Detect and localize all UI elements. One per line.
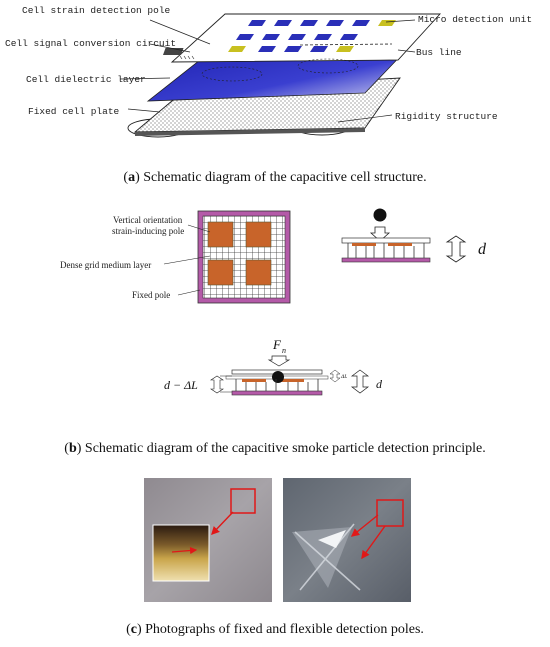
label-strain-pole: Cell strain detection pole — [22, 5, 171, 16]
panel-a-diagram: Cell strain detection pole Cell signal c… — [5, 5, 532, 138]
label-dielectric: Cell dielectric layer — [26, 74, 146, 85]
delta-l-arrow — [329, 369, 341, 383]
label-fn: F — [272, 337, 282, 352]
label-d: d — [478, 241, 487, 258]
label-d2: d — [376, 377, 383, 391]
d-dimension-arrow — [445, 235, 467, 263]
label-micro-unit: Micro detection unit — [418, 14, 532, 25]
label-rigidity: Rigidity structure — [395, 111, 498, 122]
red-arrow-1b — [171, 546, 198, 555]
force-arrow-compressed — [267, 355, 291, 367]
red-arrow-1 — [211, 511, 234, 536]
label-fixed-pole: Fixed pole — [132, 290, 170, 300]
label-fixed-plate: Fixed cell plate — [28, 106, 120, 117]
red-arrow-2b — [361, 525, 386, 560]
highlight-box-1 — [230, 488, 256, 514]
caption-c-letter: c — [130, 622, 137, 637]
label-delta-l: ΔL — [340, 374, 347, 380]
micro-detection-units — [236, 20, 370, 52]
red-arrow-2 — [350, 514, 379, 537]
side-view-uncompressed: d — [341, 208, 487, 263]
caption-a-text: Schematic diagram of the capacitive cell… — [143, 170, 427, 185]
caption-c: (c) Photographs of fixed and flexible de… — [126, 622, 424, 637]
side-view-compressed: F n d − ΔL ΔL d — [164, 337, 383, 396]
label-signal-circuit: Cell signal conversion circuit — [5, 38, 176, 49]
label-bus-line: Bus line — [416, 47, 462, 58]
vertical-poles — [207, 221, 272, 286]
label-fn-sub: n — [282, 346, 286, 355]
panel-a-leaders — [119, 19, 416, 123]
highlight-box-2 — [376, 499, 404, 527]
d2-arrow — [350, 369, 370, 394]
bus-line-dashed — [299, 43, 393, 46]
panel-b-diagram: Vertical orientation strain-inducing pol… — [60, 208, 487, 396]
caption-b-text: Schematic diagram of the capacitive smok… — [84, 441, 486, 456]
d-minus-arrow — [210, 375, 224, 394]
fixed-cell-plate-side — [135, 128, 365, 136]
force-arrow — [369, 226, 391, 242]
caption-a: (a) Schematic diagram of the capacitive … — [123, 170, 427, 185]
label-d-minus-delta: d − ΔL — [164, 378, 198, 392]
caption-b-letter: b — [68, 441, 77, 456]
caption-c-text: Photographs of fixed and flexible detect… — [145, 622, 424, 637]
dashed-guide — [201, 66, 263, 82]
label-vertical-pole-2: strain-inducing pole — [112, 226, 184, 236]
label-vertical-pole-1: Vertical orientation — [113, 215, 183, 225]
photo-inset — [152, 524, 210, 582]
label-grid-layer: Dense grid medium layer — [60, 260, 151, 270]
smoke-particle-compressed — [272, 371, 284, 383]
panel-b-leaders — [163, 224, 211, 296]
dashed-guide — [297, 58, 359, 74]
panel-c-photos — [144, 478, 411, 602]
caption-a-letter: a — [128, 170, 136, 185]
smoke-particle — [373, 208, 387, 222]
caption-b: (b) Schematic diagram of the capacitive … — [64, 441, 486, 456]
